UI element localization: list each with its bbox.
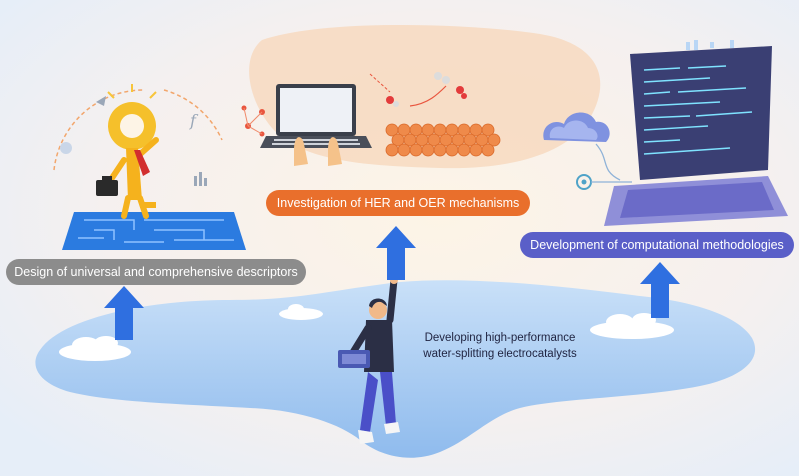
person-holding-laptop-icon [338,280,400,444]
methodologies-label: Development of computational methodologi… [520,232,794,258]
base-cloud [35,280,756,458]
central-goal-line-2: water-splitting electrocatalysts [423,348,577,360]
white-clouds [59,304,674,361]
mechanisms-label: Investigation of HER and OER mechanisms [266,190,530,216]
central-goal-text: Developing high-performance water-splitt… [400,330,600,362]
key-maze-icon: f [53,84,246,250]
arrow-up-left [104,286,144,340]
svg-text:f: f [189,111,199,130]
laptop-molecules-icon [241,72,501,166]
arrow-up-middle [376,226,416,280]
descriptors-label: Design of universal and comprehensive de… [6,259,306,285]
central-goal-line-1: Developing high-performance [424,332,576,344]
arrow-up-right [640,262,680,318]
laptop-code-cloud-icon [543,40,788,226]
